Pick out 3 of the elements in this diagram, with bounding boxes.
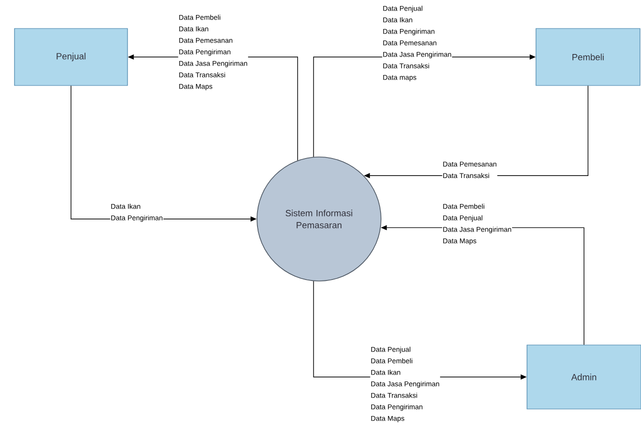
entity-box: Penjual [14,28,128,86]
entity-box: Admin [526,344,641,410]
entity-box: Pembeli [536,28,640,86]
